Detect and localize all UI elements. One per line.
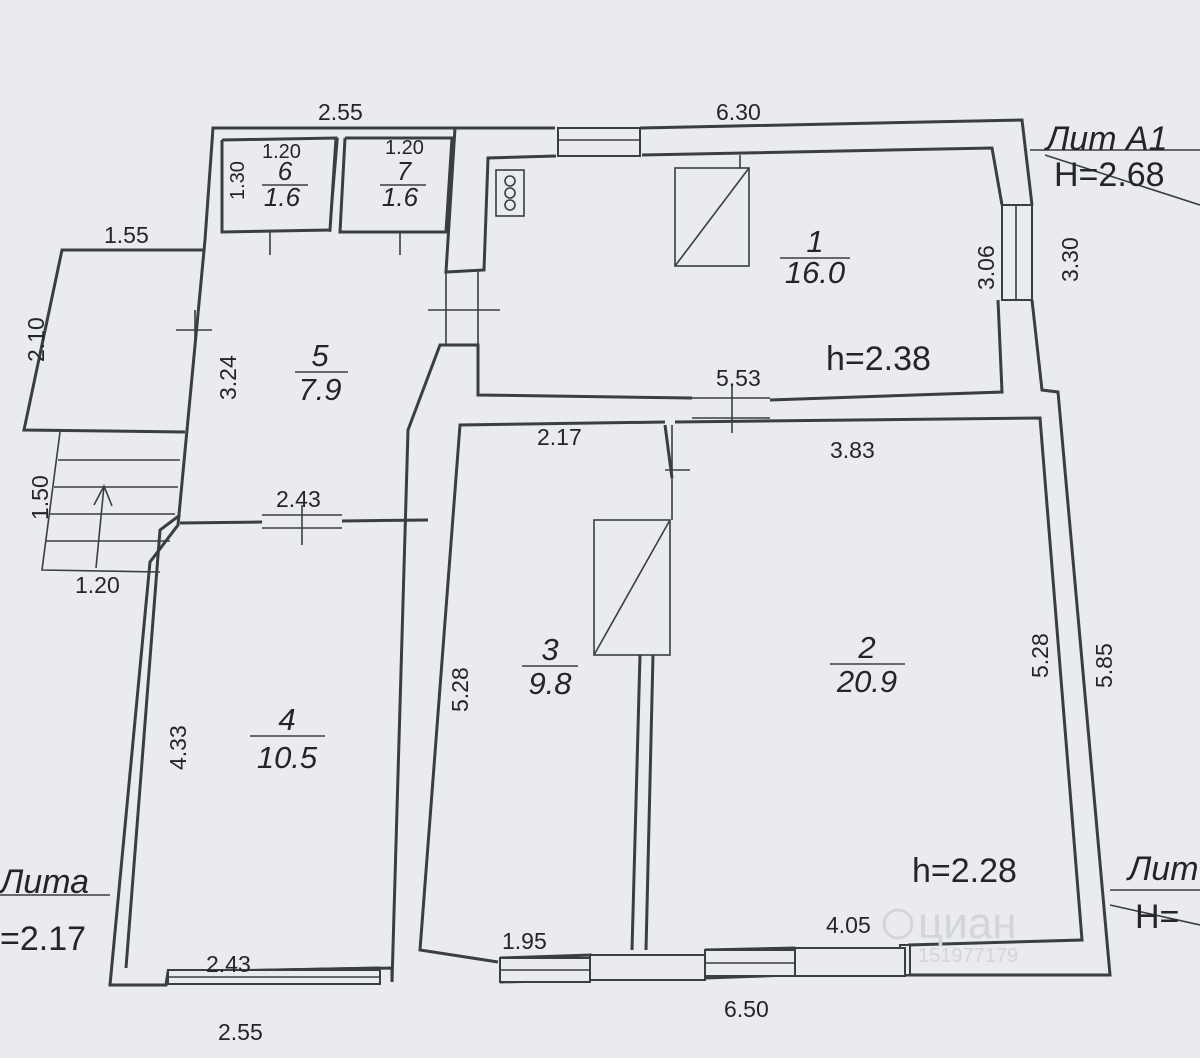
watermark-logo-text: циан: [918, 899, 1017, 948]
room-7-number: 7: [397, 156, 413, 186]
dim-porch-depth: 2.10: [23, 317, 49, 362]
dim-room4-depth: 4.33: [165, 725, 191, 770]
lit-a-left-name: Лита: [0, 863, 89, 901]
dim-room2-depth: 5.28: [1027, 633, 1053, 678]
cian-logo-icon: [882, 908, 914, 940]
porch: [22, 248, 205, 573]
dim-room3-depth: 5.28: [447, 667, 473, 712]
window-room1-top: [557, 127, 641, 157]
dim-room5-depth: 3.24: [215, 355, 241, 400]
room-4-number: 4: [278, 702, 295, 737]
room-1-area: 16.0: [785, 255, 845, 290]
room-5-area: 7.9: [298, 372, 341, 407]
dim-room2-bottom: 4.05: [826, 912, 871, 938]
dim-room3-width: 2.17: [537, 424, 582, 450]
dim-room2-width: 3.83: [830, 437, 875, 463]
dimension-lines: [0, 149, 1200, 926]
room-3-area: 9.8: [528, 666, 572, 701]
windows: [167, 127, 1033, 985]
room-1-number: 1: [806, 224, 823, 259]
room-4-area: 10.5: [257, 740, 318, 775]
window-room1-right: [1001, 204, 1033, 301]
dimension-labels: 2.55 6.30 1.20 1.20 1.30 1.55 2.10 1.50 …: [23, 99, 1117, 1045]
stair-arrow-icon: [95, 485, 105, 569]
ceiling-height-room1: h=2.38: [826, 340, 931, 378]
room-3-number: 3: [541, 632, 558, 667]
room-2-number: 2: [857, 630, 875, 665]
ceiling-heights: h=2.38 h=2.28: [826, 340, 1017, 890]
pier-bottom: [589, 954, 706, 981]
watermark-id: 151977179: [918, 945, 1018, 967]
lit-a-left-height: =2.17: [0, 920, 86, 958]
dim-top-left: 2.55: [318, 99, 363, 125]
lit-a-right-name: Лит: [1126, 850, 1199, 888]
room-7-area: 1.6: [382, 182, 419, 212]
lit-a1-name: Лит А1: [1044, 120, 1168, 158]
gas-stove-icon: [495, 169, 525, 217]
dim-room6-depth: 1.30: [227, 161, 249, 200]
room-2-area: 20.9: [836, 664, 897, 699]
dim-room1-depth-inner: 3.06: [973, 245, 999, 290]
dim-bottom-total: 6.50: [724, 996, 769, 1022]
pier-bottom-2: [794, 947, 906, 977]
dim-top-right: 6.30: [716, 99, 761, 125]
lit-a1-height: H=2.68: [1054, 156, 1165, 194]
lit-labels: Лит А1 H=2.68 Лита =2.17 Лит H=: [0, 120, 1199, 958]
dim-rooms-2-3-width: 5.53: [716, 365, 761, 391]
fixtures: [495, 155, 750, 656]
room-6-number: 6: [278, 156, 293, 186]
dim-room4-width: 2.43: [206, 951, 251, 977]
lit-a-right-height: H=: [1135, 898, 1179, 936]
dim-stairs-width: 1.20: [75, 572, 120, 598]
dim-room5-width: 2.43: [276, 486, 321, 512]
interior-walls: [179, 136, 674, 951]
watermark: циан 151977179: [882, 899, 1018, 967]
exterior-walls: [108, 118, 1112, 987]
dim-right-outer-depth: 5.85: [1091, 643, 1117, 688]
stove-room1: [674, 167, 750, 267]
dim-bottom-left: 2.55: [218, 1019, 263, 1045]
dim-room6-width: 1.20: [262, 141, 301, 163]
dim-porch-width: 1.55: [104, 222, 149, 248]
room-6-area: 1.6: [264, 182, 301, 212]
room-labels: 1 16.0 2 20.9 3 9.8 4 10.5 5 7.9 6 1.6 7…: [250, 156, 905, 775]
doors: [176, 232, 770, 545]
ceiling-height-room2: h=2.28: [912, 852, 1017, 890]
dim-room7-width: 1.20: [385, 137, 424, 159]
room-5-number: 5: [311, 338, 329, 373]
dim-room3-bottom: 1.95: [502, 928, 547, 954]
dim-room1-depth-outer: 3.30: [1057, 237, 1083, 282]
dim-stairs-depth: 1.50: [27, 475, 53, 520]
stove-room3: [593, 519, 671, 656]
